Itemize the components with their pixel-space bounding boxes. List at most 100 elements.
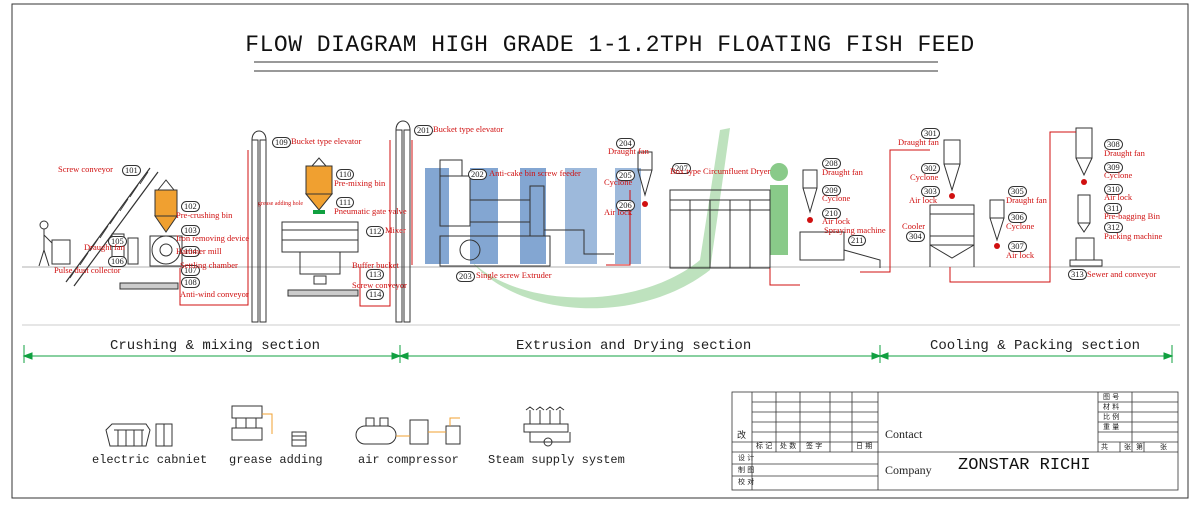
cyclone-302 <box>943 139 961 199</box>
bucket-elevator-109 <box>251 130 267 323</box>
equipment-number-201: 201 <box>414 125 433 136</box>
equipment-label-304: Cooler <box>902 221 926 231</box>
aux-air-compressor: air compressor <box>358 453 459 467</box>
equipment-number-209: 209 <box>822 185 841 196</box>
tb-sheet-unit1: 张 <box>1124 443 1131 451</box>
equipment-number-107: 107 <box>181 265 200 276</box>
equipment-number-109: 109 <box>272 137 291 148</box>
cooler-304 <box>929 204 975 267</box>
equipment-number-111: 111 <box>336 197 355 208</box>
tb-right-material: 材 料 <box>1103 403 1120 411</box>
equipment-label-105: Draught fan <box>84 242 125 252</box>
aux-steam-supply: Steam supply system <box>488 453 625 467</box>
equipment-number-312: 312 <box>1104 222 1123 233</box>
pre-mixing-bin-110 <box>304 157 334 214</box>
spraying-machine-211 <box>799 231 881 268</box>
box-type-dryer-207 <box>669 189 771 269</box>
equipment-number-302: 302 <box>921 163 940 174</box>
mixer-112 <box>281 221 359 285</box>
equipment-number-102: 102 <box>181 201 200 212</box>
tb-header-date: 日 期 <box>856 442 873 450</box>
bucket-elevator-201 <box>395 120 411 323</box>
equipment-number-313: 313 <box>1068 269 1087 280</box>
equipment-number-113: 113 <box>366 269 385 280</box>
equipment-number-207: 207 <box>672 163 691 174</box>
tb-right-scale: 比 例 <box>1103 413 1120 421</box>
equipment-number-311: 311 <box>1104 203 1123 214</box>
equipment-label-211: Spraying machine <box>824 225 886 235</box>
equipment-label-113: Buffer bucket <box>352 260 399 270</box>
grease-adding-icon <box>231 405 307 447</box>
equipment-label-201: Bucket type elevator <box>433 124 504 134</box>
equipment-number-101: 101 <box>122 165 141 176</box>
section-cooling-packing: Cooling & Packing section <box>930 338 1141 354</box>
section-extrusion-drying: Extrusion and Drying section <box>516 338 752 354</box>
packing-machine-312 <box>1069 237 1103 267</box>
equipment-number-114: 114 <box>366 289 385 300</box>
equipment-number-210: 210 <box>822 208 841 219</box>
operator-figure <box>38 220 71 267</box>
equipment-number-309: 309 <box>1104 162 1123 173</box>
aux-grease-adding: grease adding <box>229 453 323 467</box>
equipment-number-203: 203 <box>456 271 475 282</box>
equipment-label-107: Settling chamber <box>180 260 238 270</box>
equipment-label-114: Screw conveyor <box>352 280 407 290</box>
equipment-number-110: 110 <box>336 169 355 180</box>
equipment-label-110: Pre-mixing bin <box>334 178 386 188</box>
equipment-label-312: Packing machine <box>1104 231 1163 241</box>
single-screw-extruder-203 <box>439 159 614 267</box>
equipment-number-208: 208 <box>822 158 841 169</box>
tb-sheet-unit2: 张 <box>1160 443 1167 451</box>
equipment-number-108: 108 <box>181 277 200 288</box>
anti-wind-conveyor-108 <box>119 282 179 290</box>
tb-sheet-total: 共 <box>1101 443 1108 451</box>
equipment-label-306: Cyclone <box>1006 221 1035 231</box>
equipment-label-106: Pulse dust collector <box>54 265 121 275</box>
equipment-number-308: 308 <box>1104 139 1123 150</box>
equipment-label-204: Draught fan <box>608 146 649 156</box>
screw-conveyor-101 <box>65 167 159 287</box>
equipment-number-205: 205 <box>616 170 635 181</box>
equipment-label-309: Cyclone <box>1104 170 1133 180</box>
equipment-label-305: Draught fan <box>1006 195 1047 205</box>
equipment-label-302: Cyclone <box>910 172 939 182</box>
equipment-number-104: 104 <box>181 246 200 257</box>
equipment-number-206: 206 <box>616 200 635 211</box>
aux-electric-cabinet: electric cabniet <box>92 453 208 467</box>
tb-row-draw: 制 图 <box>738 466 755 474</box>
equipment-number-306: 306 <box>1008 212 1027 223</box>
equipment-label-112: Mixer <box>385 225 406 235</box>
equipment-number-304: 304 <box>906 231 925 242</box>
hammer-mill-104 <box>149 235 183 267</box>
grease-adding-hole-note: grease adding hole <box>258 201 303 207</box>
equipment-number-301: 301 <box>921 128 940 139</box>
equipment-label-207: Box type Circumfluent Dryer <box>670 166 771 176</box>
equipment-number-103: 103 <box>181 225 200 236</box>
title-block-frame <box>731 391 1179 491</box>
equipment-label-308: Draught fan <box>1104 148 1145 158</box>
equipment-label-307: Air lock <box>1006 250 1035 260</box>
equipment-label-103: Iron removing device <box>176 233 250 243</box>
tb-contact-label: Contact <box>885 427 923 441</box>
tb-row-check: 校 对 <box>738 478 755 486</box>
pre-crushing-bin-102 <box>154 179 178 233</box>
cyclone-205 <box>637 151 653 207</box>
equipment-label-310: Air lock <box>1104 192 1133 202</box>
tb-sheet-no: 第 <box>1136 443 1143 451</box>
equipment-number-202: 202 <box>468 169 487 180</box>
cyclone-209 <box>802 169 818 223</box>
equipment-label-313: Sewer and conveyor <box>1087 269 1157 279</box>
outer-frame <box>11 3 1189 499</box>
equipment-number-305: 305 <box>1008 186 1027 197</box>
screw-conveyor-114 <box>287 289 359 297</box>
tb-header-mark: 标 记 <box>756 442 773 450</box>
equipment-number-211: 211 <box>848 235 867 246</box>
equipment-label-303: Air lock <box>909 195 938 205</box>
equipment-label-109: Bucket type elevator <box>291 136 362 146</box>
tb-right-weight: 重 量 <box>1103 423 1120 431</box>
tb-right-drawing-no: 图 号 <box>1103 393 1120 401</box>
electric-cabinet-icon <box>105 423 173 447</box>
tb-row-design: 设 计 <box>738 454 755 462</box>
equipment-label-101: Screw conveyor <box>58 164 113 174</box>
